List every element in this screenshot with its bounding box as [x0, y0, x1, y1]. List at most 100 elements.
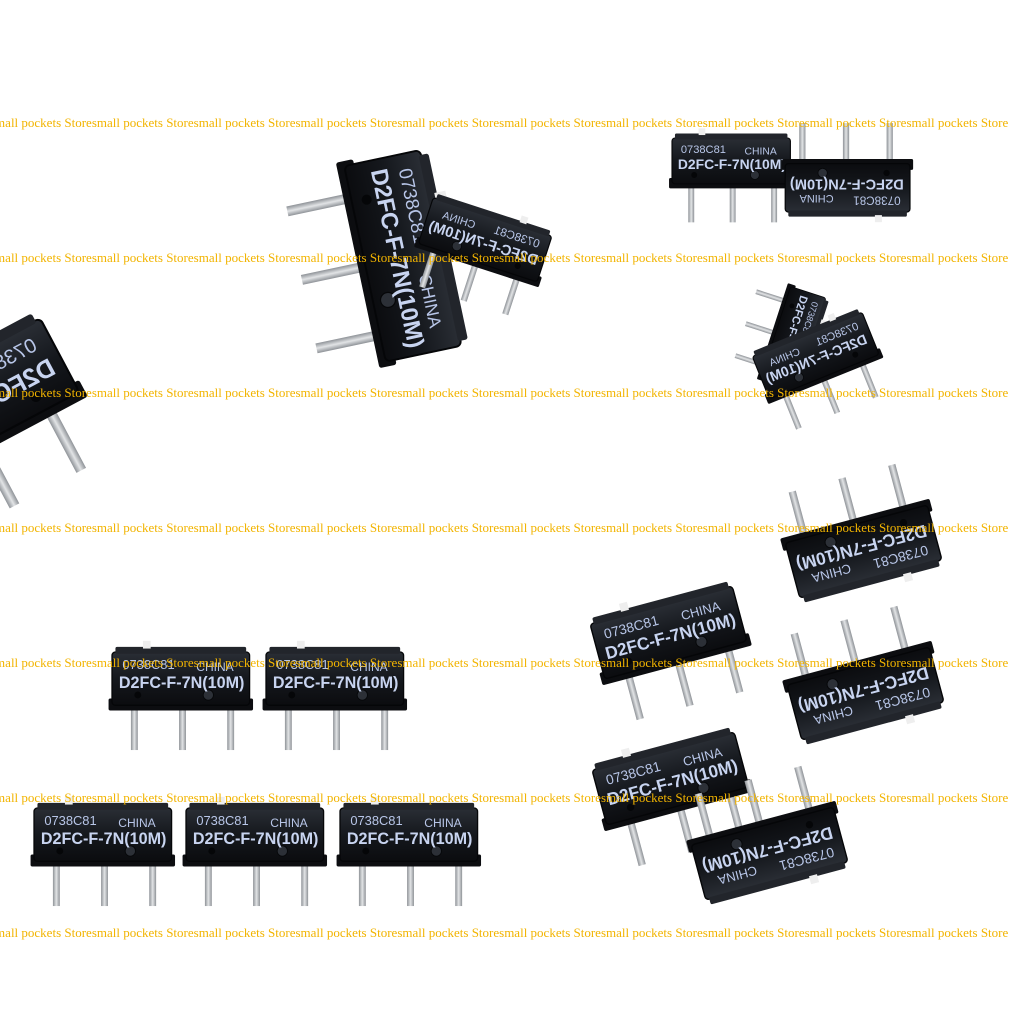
watermark-text: small pockets Store [702, 925, 805, 940]
watermark-text: small pockets Store [499, 520, 601, 535]
switch-plunger [216, 796, 225, 805]
switch-code-label: 0738C81 [853, 193, 900, 206]
switch-mount-hole [750, 170, 760, 180]
switch-mount-hole [697, 781, 710, 794]
watermark-text: small pockets Store [702, 385, 805, 400]
switch-pin [204, 861, 212, 907]
switch-top-ridge [805, 701, 942, 745]
watermark-text: small pockets Store [600, 925, 703, 940]
switch-code-label: 0738C81 [276, 657, 328, 672]
switch-model-label: D2FC-F-7N(10M) [678, 156, 786, 172]
watermark-text: small pockets Store [193, 250, 296, 265]
switch-mount-hole [356, 689, 368, 701]
switch-pin [744, 779, 764, 828]
switch-pin [381, 705, 389, 751]
switch-top-ridge [753, 309, 860, 357]
switch-pin [460, 261, 480, 302]
watermark-text: small pockets Store [0, 655, 92, 670]
switch-model-label: D2FC-F-7N(10M) [119, 674, 245, 692]
switch-mount-hole [794, 372, 804, 383]
switch-mount-hole [883, 169, 890, 177]
watermark-text: small pockets Store [702, 520, 805, 535]
switch-pin [253, 861, 260, 907]
switch-top-ridge [594, 727, 731, 771]
switch-pin [888, 463, 908, 513]
switch-origin-label: CHINA [799, 192, 834, 204]
switch-mount-hole [901, 661, 910, 669]
switch-plunger [519, 215, 529, 225]
watermark-text: small pockets Store [295, 115, 398, 130]
switch-pin [694, 792, 715, 841]
switch-model-label: D2FC-F-7N(10M) [193, 830, 319, 848]
switch-pin [886, 123, 893, 164]
switch-pin [840, 619, 860, 668]
watermark-text: small pockets Store [193, 925, 296, 940]
switch-mount-hole [361, 194, 372, 205]
switch-pin [688, 183, 695, 223]
watermark-text: small pockets Store [804, 250, 907, 265]
watermark-text: small pockets Store [499, 250, 601, 265]
watermark-text: small pockets Store [702, 655, 805, 670]
switch-plunger [874, 215, 882, 223]
watermark-text: small pockets Store [906, 655, 1009, 670]
switch-pin [799, 123, 806, 164]
switch-pin [890, 605, 910, 655]
switch-pin [790, 632, 811, 681]
watermark-text: small pockets Store [499, 925, 601, 940]
switch-mount-hole [379, 291, 397, 309]
watermark-text: small pockets Store [600, 250, 703, 265]
switch-pin [179, 705, 186, 751]
switch-pin [301, 861, 309, 907]
switch-pin [794, 765, 814, 815]
switch-pin [674, 658, 694, 707]
switch-pin [333, 705, 340, 751]
watermark-row: small pockets Store small pockets Store … [0, 925, 1024, 945]
watermark-text: small pockets Store [397, 655, 500, 670]
switch-model-label: D2FC-F-7N(10M) [41, 830, 167, 848]
switch-mount-hole [695, 635, 708, 648]
switch-code-label: 0738C81 [350, 813, 402, 828]
switch-pin [101, 861, 108, 907]
watermark-text: small pockets Store [804, 655, 907, 670]
watermark-text: small pockets Store [91, 925, 194, 940]
switch-mount-hole [134, 691, 142, 699]
switch-pin [284, 705, 292, 751]
switch-top-ridge [788, 210, 907, 217]
watermark-text: small pockets Store [193, 790, 296, 805]
watermark-text: small pockets Store [702, 115, 805, 130]
switch-mount-hole [730, 838, 743, 851]
watermark-row: small pockets Store small pockets Store … [0, 115, 1024, 135]
switch-pin [729, 183, 736, 223]
switch-pin [820, 376, 841, 415]
switch-mount-hole [276, 845, 288, 857]
switch-model-label: D2FC-F-7N(10M) [347, 830, 473, 848]
switch-mount-hole [362, 847, 370, 855]
watermark-text: small pockets Store [906, 925, 1009, 940]
switch-plunger [808, 874, 820, 885]
watermark-text: small pockets Store [600, 655, 703, 670]
switch-mount-hole [30, 391, 42, 403]
switch-pin [130, 705, 138, 751]
watermark-text: small pockets Store [906, 520, 1009, 535]
switch-pin [788, 490, 809, 539]
watermark-text: small pockets Store [906, 790, 1009, 805]
switch-top-ridge [37, 802, 169, 810]
switch-code-label: 0738C81 [44, 813, 96, 828]
watermark-text: small pockets Store [0, 925, 92, 940]
switch-origin-label: CHINA [424, 816, 461, 830]
watermark-text: small pockets Store [0, 790, 92, 805]
switch-pin [358, 861, 366, 907]
watermark-text: small pockets Store [702, 790, 805, 805]
switch-pin [745, 321, 777, 336]
switch-pin [227, 705, 235, 751]
switch-mount-hole [852, 351, 859, 358]
